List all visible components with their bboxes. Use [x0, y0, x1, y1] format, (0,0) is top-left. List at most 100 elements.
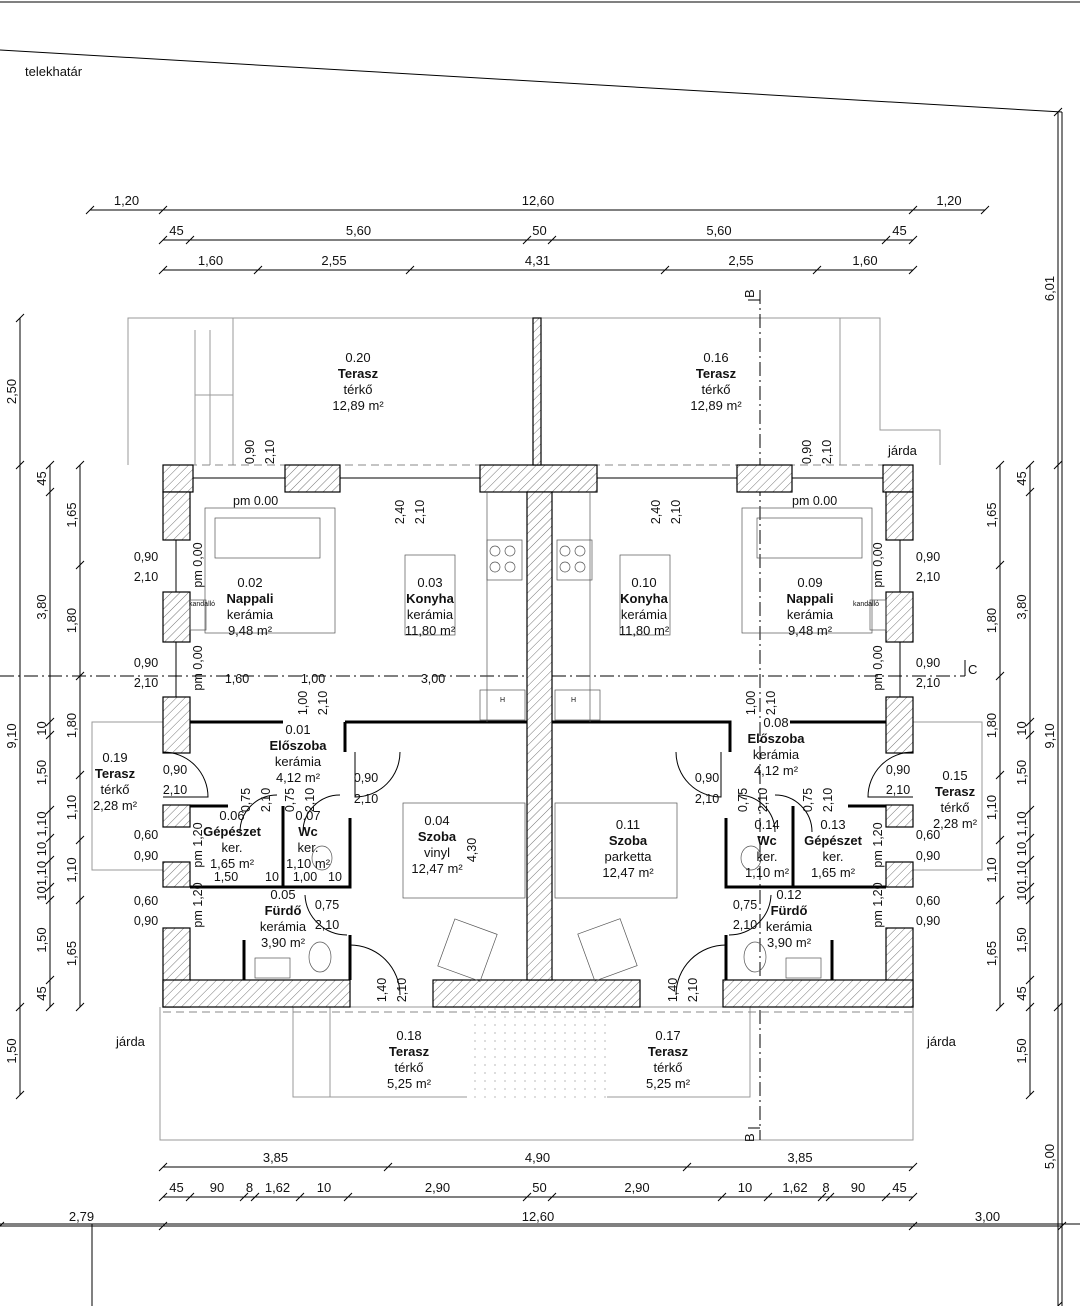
- opening-dimension: 0,90: [916, 914, 940, 928]
- opening-dimension: 2,40: [393, 500, 407, 524]
- dimension-label: 3,80: [34, 594, 49, 619]
- room-number: 0.04: [424, 813, 449, 828]
- dimension-label: 45: [892, 223, 906, 238]
- room-floor-finish: kerámia: [275, 754, 322, 769]
- dimension-label: 10: [738, 1180, 752, 1195]
- opening-dimension: 0,90: [134, 656, 158, 670]
- dimension-label: 1,80: [984, 713, 999, 738]
- dimension-label: 1,10: [34, 861, 49, 886]
- room-floor-finish: ker.: [757, 849, 778, 864]
- room-area: 9,48 m²: [788, 623, 833, 638]
- dimension-label: 1,50: [4, 1038, 19, 1063]
- room-number: 0.18: [396, 1028, 421, 1043]
- opening-dimension: 0,75: [801, 788, 815, 812]
- dimension-label: 50: [532, 223, 546, 238]
- opening-dimension: 10: [328, 870, 342, 884]
- dimension-label: 90: [851, 1180, 865, 1195]
- opening-dimension: 4,30: [465, 838, 479, 862]
- room-number: 0.14: [754, 817, 779, 832]
- dimension-label: 1,10: [984, 795, 999, 820]
- fireplace-label: kandalló: [853, 601, 879, 608]
- dimension-label: 1,65: [64, 502, 79, 527]
- room-name: Wc: [757, 833, 777, 848]
- room-name: Nappali: [787, 591, 834, 606]
- opening-dimension: 1,00: [744, 691, 758, 715]
- room-number: 0.13: [820, 817, 845, 832]
- room-name: Gépészet: [203, 824, 261, 839]
- dimension-label: 3,85: [787, 1150, 812, 1165]
- opening-dimension: 0,90: [134, 849, 158, 863]
- dimension-label: 1,10: [34, 811, 49, 836]
- room-area: 12,47 m²: [602, 865, 654, 880]
- dimension-label: 1,80: [984, 608, 999, 633]
- room-floor-finish: térkő: [344, 382, 373, 397]
- interior-walls: [190, 720, 886, 980]
- opening-dimension: 2,10: [413, 500, 427, 524]
- room-area: 5,25 m²: [646, 1076, 691, 1091]
- section-b-marker: B: [742, 289, 757, 298]
- dimension-label: 1,65: [984, 502, 999, 527]
- room-area: 5,25 m²: [387, 1076, 432, 1091]
- room-floor-finish: kerámia: [227, 607, 274, 622]
- opening-dimension: 2,10: [354, 792, 378, 806]
- room-floor-finish: kerámia: [260, 919, 307, 934]
- dimension-label: 3,80: [1014, 594, 1029, 619]
- dimension-label: 45: [1014, 986, 1029, 1000]
- dimension-label: 1,50: [1014, 927, 1029, 952]
- room-area: 1,10 m²: [286, 856, 331, 871]
- dimension-label: 45: [169, 223, 183, 238]
- opening-dimension: pm 0,00: [191, 542, 205, 587]
- room-number: 0.19: [102, 750, 127, 765]
- fireplace-label: kandalló: [189, 601, 215, 608]
- dimension-label: 1,20: [936, 193, 961, 208]
- room-number: 0.17: [655, 1028, 680, 1043]
- opening-dimension: 2,10: [733, 918, 757, 932]
- opening-dimension: 2,10: [134, 676, 158, 690]
- opening-dimension: 2,10: [163, 783, 187, 797]
- room-floor-finish: kerámia: [766, 919, 813, 934]
- opening-dimension: 0,90: [163, 763, 187, 777]
- opening-dimension: pm 0,00: [871, 542, 885, 587]
- opening-dimension: 2,10: [916, 676, 940, 690]
- room-area: 12,89 m²: [332, 398, 384, 413]
- opening-dimension: 2,10: [686, 978, 700, 1002]
- furniture: [189, 492, 887, 982]
- opening-dimension: pm 1,20: [871, 882, 885, 927]
- room-name: Nappali: [227, 591, 274, 606]
- dimension-label: 1,65: [984, 941, 999, 966]
- dimension-label: 5,00: [1042, 1144, 1057, 1169]
- dimension-label: 45: [169, 1180, 183, 1195]
- misc-labels: telekhatár járda járda járda pm 0.00 pm …: [25, 64, 977, 1142]
- room-name: Előszoba: [269, 738, 327, 753]
- opening-dimension: 2,10: [259, 788, 273, 812]
- room-floor-finish: kerámia: [787, 607, 834, 622]
- room-name: Konyha: [620, 591, 668, 606]
- room-area: 2,28 m²: [933, 816, 978, 831]
- dimension-label: 1,20: [114, 193, 139, 208]
- door-swings: [162, 751, 914, 996]
- dimension-label: 1,60: [852, 253, 877, 268]
- room-name: Terasz: [338, 366, 379, 381]
- opening-dimension: 0,75: [736, 788, 750, 812]
- opening-dimension: pm 1,20: [191, 882, 205, 927]
- sidewalk-label: járda: [115, 1034, 146, 1049]
- room-name: Fürdő: [771, 903, 808, 918]
- room-name: Gépészet: [804, 833, 862, 848]
- exterior-walls: [162, 317, 914, 1008]
- dimension-label: 8: [246, 1180, 253, 1195]
- dimension-label: 2,79: [69, 1209, 94, 1224]
- dimension-label: 45: [892, 1180, 906, 1195]
